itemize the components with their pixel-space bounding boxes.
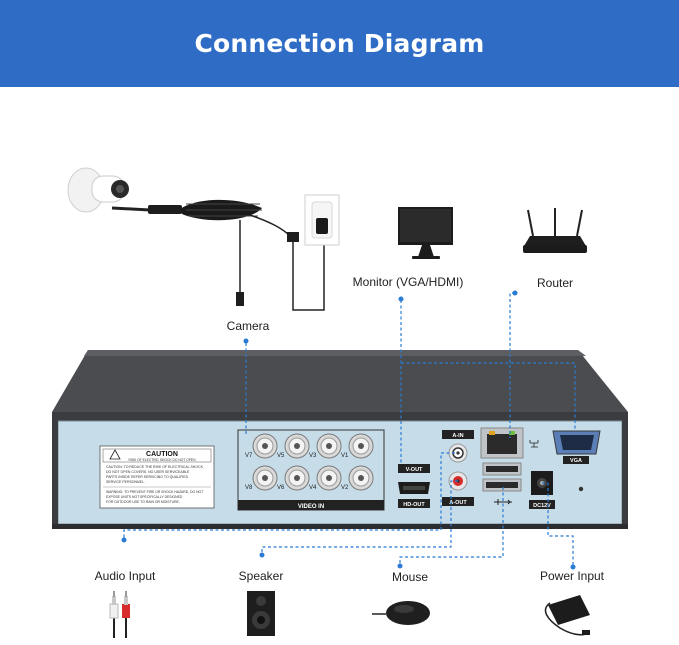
video-channel-label: V4 <box>309 485 317 491</box>
power-line <box>542 482 574 567</box>
video-channel-label: V6 <box>277 485 285 491</box>
speaker-line <box>261 480 458 555</box>
audio-input-label: Audio Input <box>94 569 156 583</box>
mouse-line <box>399 487 504 566</box>
wall-outlet-icon <box>304 194 340 246</box>
caution-line: PARTS INSIDE REFER SERVICING TO QUALIFIE… <box>106 475 189 479</box>
video-channel-label: V2 <box>341 485 349 491</box>
video-channel-label: V8 <box>245 485 253 491</box>
power-adapter-icon <box>544 595 590 636</box>
router-icon <box>523 208 587 253</box>
vga-label: VGA <box>570 458 582 464</box>
caution-label: CAUTION RISK OF ELECTRIC SHOCK DO NOT OP… <box>99 445 215 509</box>
cable-coil-icon <box>111 199 325 311</box>
lan-usb-block <box>480 427 539 505</box>
a-out-label: A-OUT <box>449 500 467 506</box>
warning-line: FOR OUTDOOR USE TO RAIN OR MOISTURE. <box>106 500 180 504</box>
a-in-label: A-IN <box>452 433 463 439</box>
hd-out-label: HD-OUT <box>403 502 425 508</box>
ground-screw <box>578 486 584 492</box>
connector-dots <box>121 290 576 570</box>
bnc-port-pin <box>262 443 268 449</box>
warning-line: WARNING: TO PREVENT FIRE OR SHOCK HAZARD… <box>106 490 203 494</box>
bnc-port-pin <box>358 475 364 481</box>
video-in-label: VIDEO IN <box>298 504 324 510</box>
hdmi-block: V-OUT HD-OUT <box>398 464 430 508</box>
dvr-top-panel <box>52 350 628 412</box>
camera-icon <box>67 167 129 213</box>
monitor-icon <box>398 207 453 259</box>
speaker-icon <box>247 591 275 636</box>
bnc-port-pin <box>294 443 300 449</box>
vga-block: VGA <box>552 430 601 464</box>
warning-line: EXPOSE UNITS NOT SPECIFICALLY DESIGNED <box>106 495 183 499</box>
router-label: Router <box>536 276 574 290</box>
bnc-port-pin <box>326 475 332 481</box>
title-banner: Connection Diagram <box>0 0 679 87</box>
video-channel-label: V5 <box>277 453 285 459</box>
video-channel-label: V7 <box>245 453 253 459</box>
video-channel-label: V1 <box>341 453 349 459</box>
network-icon <box>529 440 539 448</box>
bnc-port-pin <box>326 443 332 449</box>
bnc-port-pin <box>294 475 300 481</box>
dc12v-label: DC12V <box>533 503 551 509</box>
usb-icon <box>494 499 512 505</box>
audio-input-line <box>123 452 455 540</box>
power-input-label: Power Input <box>539 569 605 583</box>
mouse-icon <box>372 601 430 625</box>
video-channel-label: V3 <box>309 453 317 459</box>
page-title: Connection Diagram <box>194 29 485 58</box>
connection-diagram: CAUTION RISK OF ELECTRIC SHOCK DO NOT OP… <box>52 167 628 638</box>
caution-subtitle: RISK OF ELECTRIC SHOCK DO NOT OPEN <box>129 458 197 462</box>
bnc-port-pin <box>358 443 364 449</box>
rca-cable-icon <box>109 591 130 638</box>
caution-line: DO NOT OPEN COVERS. NO USER SERVICEABLE <box>106 470 190 474</box>
camera-label: Camera <box>226 319 270 333</box>
monitor-label: Monitor (VGA/HDMI) <box>352 275 464 289</box>
monitor-vga-line <box>401 362 576 431</box>
caution-line: SERVICE PERSONNEL. <box>106 480 145 484</box>
v-out-label: V-OUT <box>406 467 423 473</box>
mouse-label: Mouse <box>391 570 429 584</box>
speaker-label: Speaker <box>238 569 284 583</box>
caution-title: CAUTION <box>146 451 178 458</box>
bnc-port-pin <box>262 475 268 481</box>
caution-line: CAUTION: TO REDUCE THE RISK OF ELECTRICA… <box>106 465 204 469</box>
